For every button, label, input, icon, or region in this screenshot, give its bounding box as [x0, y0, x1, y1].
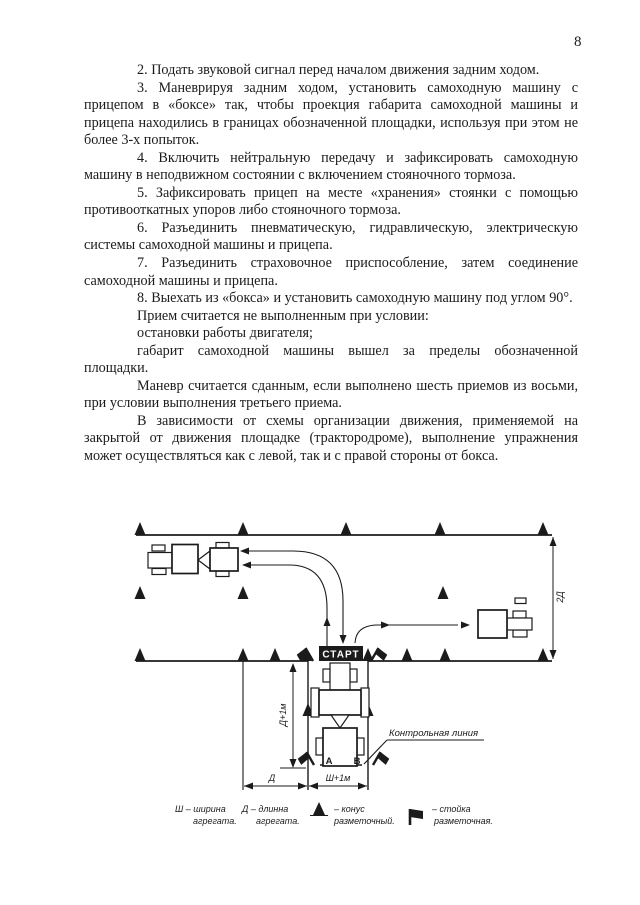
trailer-body — [322, 727, 358, 767]
legend-width-abbr: Ш – ширина — [175, 804, 226, 814]
cone-icon — [237, 586, 249, 599]
arrow-left-icon — [244, 782, 253, 790]
cone-icon — [313, 802, 325, 815]
dimension-label-w1m: Ш+1м — [326, 773, 351, 783]
legend-post-label: – стойка — [431, 804, 471, 814]
dimension-label-d: Д — [268, 773, 276, 783]
tractor-trailer-in-box — [310, 662, 370, 767]
cone-icon — [237, 648, 249, 661]
tractor-trailer-top-left — [147, 541, 239, 578]
arrow-down-icon — [289, 759, 297, 768]
marking-post-flag — [297, 751, 316, 766]
rear-wheel — [310, 687, 320, 718]
cone-icon — [401, 648, 413, 661]
front-wheel — [322, 668, 331, 683]
callout-pointer — [363, 739, 388, 765]
arrow-right-icon — [461, 621, 470, 629]
trailer-drawbar — [197, 549, 211, 571]
paragraph: 8. Выехать из «бокса» и установить самох… — [137, 290, 573, 307]
marking-post-flag-icon — [408, 809, 423, 825]
cone-icon — [134, 648, 146, 661]
tractor-cab — [318, 689, 362, 716]
cone-icon — [237, 522, 249, 535]
marking-post-flag — [369, 647, 388, 662]
forward-path-inner — [250, 564, 328, 646]
dimension-label-d1m: Д+1м — [278, 704, 288, 728]
paragraph: остановки работы двигателя; — [137, 325, 313, 342]
tractor-cab — [477, 609, 508, 639]
paragraph: габарит самоходной машины вышел за преде… — [84, 342, 578, 377]
cone-icon — [340, 522, 352, 535]
tractor-hood — [147, 551, 173, 569]
front-wheel — [151, 544, 166, 552]
marking-post-flag — [371, 751, 390, 766]
tractor-right — [477, 597, 533, 639]
rear-wheel — [360, 687, 370, 718]
dimension-label-2d: 2Д — [555, 591, 565, 604]
paragraph: 4. Включить нейтральную передачу и зафик… — [84, 149, 578, 184]
paragraph: В зависимости от схемы организации движе… — [84, 412, 578, 465]
point-b-label: В — [354, 756, 361, 767]
paragraph: 2. Подать звуковой сигнал перед началом … — [137, 62, 540, 78]
control-line-label: Контрольная линия — [389, 728, 478, 739]
paragraph: 3. Маневрируя задним ходом, установить с… — [84, 79, 578, 149]
front-wheel — [151, 567, 167, 576]
arrow-left-icon — [240, 547, 249, 555]
front-wheel — [349, 668, 358, 683]
start-sign-label: СТАРТ — [322, 650, 359, 661]
trailer-drawbar — [329, 714, 351, 730]
arrow-up-icon — [323, 617, 331, 626]
tractor-hood — [329, 662, 351, 691]
legend-cone-word: разметочный. — [333, 816, 395, 826]
cone-icon — [434, 522, 446, 535]
tractor-hood — [506, 617, 533, 631]
paragraph: Маневр считается сданным, если выполнено… — [84, 377, 578, 412]
cone-icon — [269, 648, 281, 661]
legend-width-word: агрегата. — [193, 816, 237, 826]
body-text: 2. Подать звуковой сигнал перед началом … — [84, 62, 578, 466]
legend-post-word: разметочная. — [433, 816, 493, 826]
paragraph: 5. Зафиксировать прицеп на месте «хранен… — [84, 184, 578, 219]
start-sign — [319, 646, 363, 661]
exhaust — [514, 597, 527, 605]
front-wheel — [512, 629, 528, 638]
arrow-up-icon — [289, 663, 297, 672]
legend: Ш – ширина агрегата. Д – длинна агрегата… — [175, 802, 493, 826]
trailer-body — [209, 547, 239, 572]
legend-cone-label: – конус — [333, 804, 365, 814]
cone-icon — [134, 586, 146, 599]
paragraph: 7. Разъединить страховочное приспособлен… — [84, 255, 578, 289]
arrow-up-icon — [549, 537, 557, 546]
cone-icon — [437, 586, 449, 599]
cone-icon — [537, 648, 549, 661]
cone-icon — [537, 522, 549, 535]
paragraph: Прием считается не выполненным при услов… — [137, 307, 429, 324]
cone-icon — [439, 648, 451, 661]
marking-post-flag — [296, 647, 315, 662]
arrow-left-icon — [242, 561, 251, 569]
trailer-wheel — [356, 737, 365, 756]
legend-length-abbr: Д – длинна — [241, 804, 288, 814]
arrow-right-icon — [381, 621, 390, 629]
cone-icon — [362, 648, 374, 661]
front-wheel — [512, 610, 527, 619]
arrow-right-icon — [358, 782, 367, 790]
point-a-label: А — [326, 756, 333, 767]
exit-path-right — [354, 624, 458, 644]
cone-icon — [134, 522, 146, 535]
reverse-path-outer — [248, 550, 344, 641]
arrow-left-icon — [309, 782, 318, 790]
legend-length-word: агрегата. — [256, 816, 300, 826]
arrow-right-icon — [298, 782, 307, 790]
tractor-cab — [171, 543, 199, 575]
page-number: 8 — [574, 34, 582, 50]
paragraph: 6. Разъединить пневматическую, гидравлич… — [84, 219, 578, 254]
arrow-down-icon — [549, 650, 557, 659]
arrow-down-icon — [339, 635, 347, 644]
trailer-wheel — [315, 737, 324, 756]
